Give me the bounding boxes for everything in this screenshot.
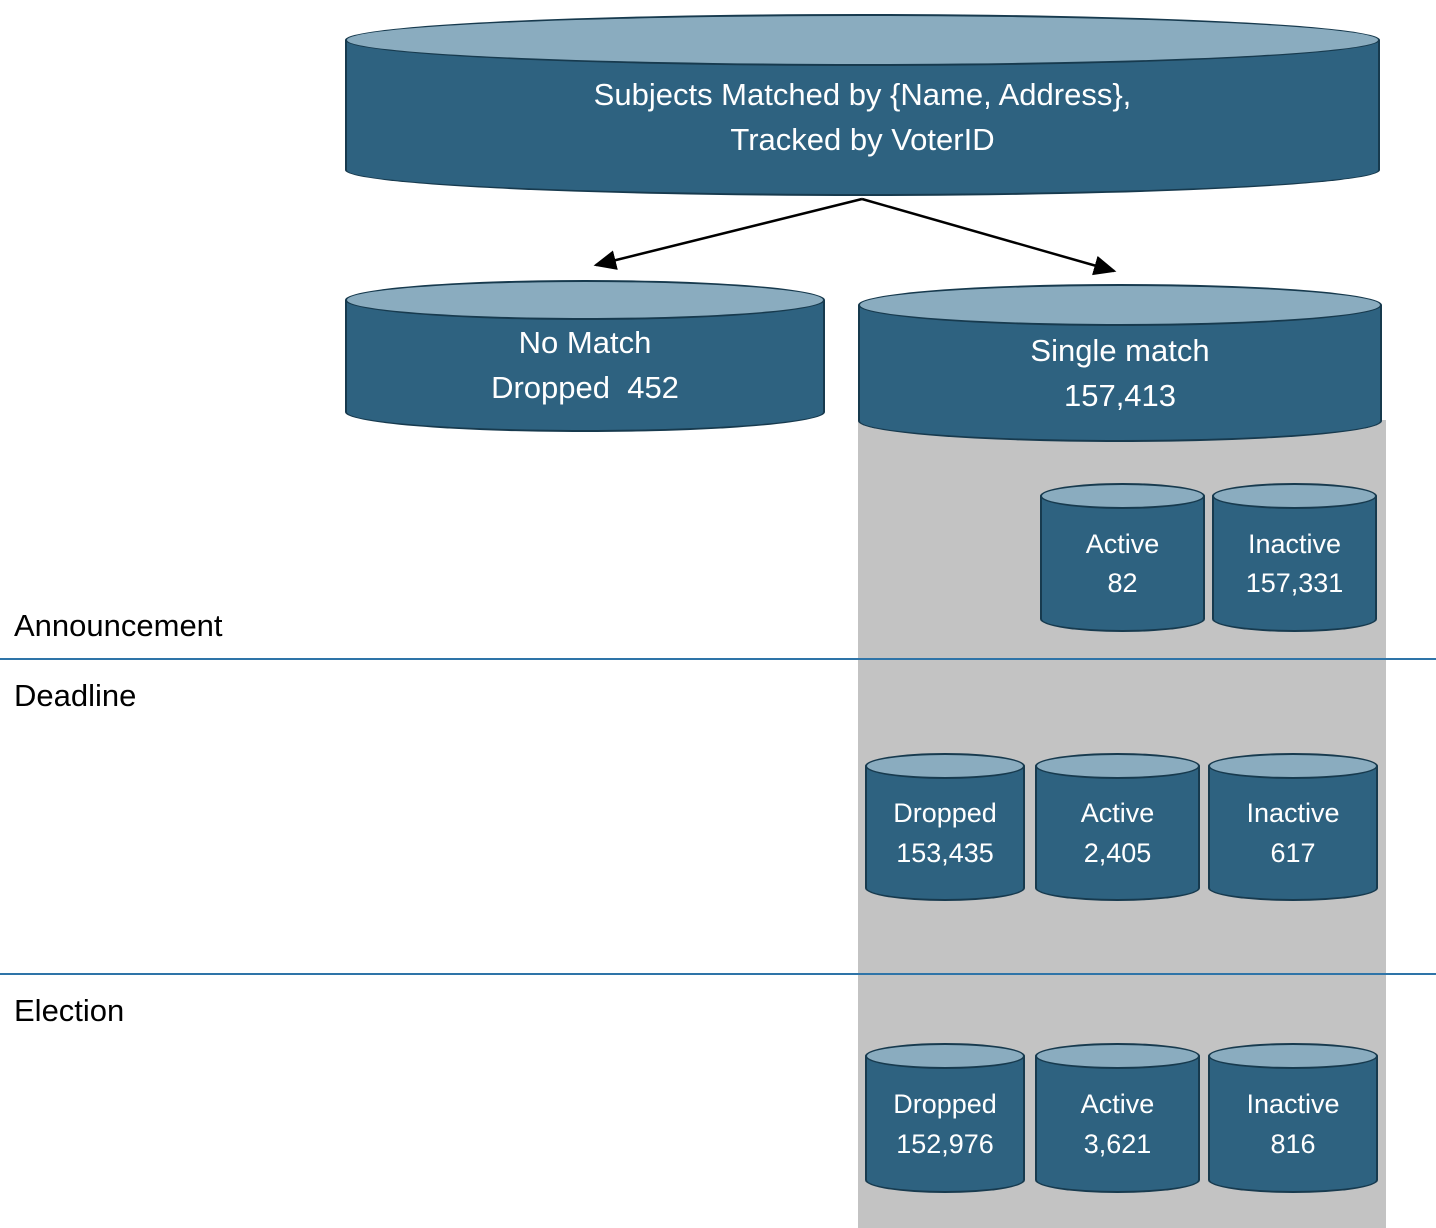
election-inactive-line1: Inactive bbox=[1246, 1089, 1340, 1120]
cylinder-top-ellipse bbox=[1212, 483, 1377, 509]
announcement-active-label: Active 82 bbox=[1040, 509, 1205, 619]
root-label-line1: Subjects Matched by {Name, Address}, bbox=[593, 77, 1132, 113]
cylinder-body-shape bbox=[1208, 1056, 1378, 1193]
no-match-line2: Dropped 452 bbox=[491, 370, 679, 405]
cylinder-top-ellipse bbox=[858, 284, 1382, 326]
deadline-inactive-label: Inactive 617 bbox=[1208, 779, 1378, 888]
section-label-deadline: Deadline bbox=[14, 678, 137, 713]
cylinder-top-ellipse bbox=[1035, 1043, 1200, 1069]
single-match-line1: Single match bbox=[1030, 332, 1210, 368]
section-label-announcement: Announcement bbox=[14, 608, 223, 643]
deadline-dropped-label: Dropped 153,435 bbox=[865, 779, 1025, 888]
deadline-dropped-line1: Dropped bbox=[893, 798, 997, 829]
announcement-inactive-line1: Inactive bbox=[1247, 528, 1342, 559]
cylinder-top-ellipse bbox=[1040, 483, 1205, 509]
arrow-to-single-match bbox=[861, 197, 1117, 276]
deadline-dropped-cylinder: Dropped 153,435 bbox=[865, 753, 1025, 901]
announcement-active-cylinder: Active 82 bbox=[1040, 483, 1205, 632]
single-match-line2: 157,413 bbox=[1063, 377, 1177, 413]
root-label-line2: Tracked by VoterID bbox=[730, 122, 995, 157]
cylinder-top-ellipse bbox=[1208, 1043, 1378, 1069]
election-dropped-line1: Dropped bbox=[893, 1089, 997, 1120]
election-dropped-line2: 152,976 bbox=[896, 1128, 994, 1159]
cylinder-top-ellipse bbox=[345, 14, 1380, 66]
section-label-election: Election bbox=[14, 993, 125, 1028]
root-cylinder-label: Subjects Matched by {Name, Address}, Tra… bbox=[345, 66, 1380, 170]
cylinder-body-shape bbox=[1208, 766, 1378, 901]
announcement-active-line2: 82 bbox=[1107, 568, 1138, 598]
cylinder-body-shape bbox=[345, 300, 825, 432]
announcement-inactive-line2: 157,331 bbox=[1245, 568, 1344, 598]
deadline-active-line2: 2,405 bbox=[1083, 837, 1152, 868]
cylinder-top-ellipse bbox=[865, 753, 1025, 779]
announcement-inactive-label: Inactive 157,331 bbox=[1212, 509, 1377, 619]
deadline-active-label: Active 2,405 bbox=[1035, 779, 1200, 888]
deadline-inactive-line1: Inactive bbox=[1246, 798, 1340, 829]
deadline-active-cylinder: Active 2,405 bbox=[1035, 753, 1200, 901]
cylinder-top-ellipse bbox=[1208, 753, 1378, 779]
deadline-inactive-line2: 617 bbox=[1270, 837, 1316, 868]
cylinder-body-shape bbox=[345, 40, 1380, 196]
cylinder-body-shape bbox=[1212, 496, 1377, 632]
election-active-line1: Active bbox=[1080, 1089, 1155, 1120]
root-cylinder: Subjects Matched by {Name, Address}, Tra… bbox=[345, 14, 1380, 196]
single-match-label: Single match 157,413 bbox=[858, 326, 1382, 421]
election-inactive-cylinder: Inactive 816 bbox=[1208, 1043, 1378, 1193]
divider-deadline-election bbox=[0, 973, 1436, 975]
no-match-cylinder: No Match Dropped 452 bbox=[345, 280, 825, 432]
announcement-active-line1: Active bbox=[1085, 528, 1160, 559]
election-inactive-line2: 816 bbox=[1270, 1128, 1316, 1159]
election-active-line2: 3,621 bbox=[1083, 1128, 1152, 1159]
election-active-label: Active 3,621 bbox=[1035, 1069, 1200, 1180]
deadline-inactive-cylinder: Inactive 617 bbox=[1208, 753, 1378, 901]
cylinder-body-shape bbox=[1040, 496, 1205, 632]
election-dropped-cylinder: Dropped 152,976 bbox=[865, 1043, 1025, 1193]
cylinder-top-ellipse bbox=[865, 1043, 1025, 1069]
cylinder-body-shape bbox=[858, 305, 1382, 442]
deadline-active-line1: Active bbox=[1080, 798, 1155, 829]
cylinder-body-shape bbox=[865, 766, 1025, 901]
election-active-cylinder: Active 3,621 bbox=[1035, 1043, 1200, 1193]
cylinder-top-ellipse bbox=[1035, 753, 1200, 779]
election-inactive-label: Inactive 816 bbox=[1208, 1069, 1378, 1180]
cylinder-body-shape bbox=[865, 1056, 1025, 1193]
deadline-dropped-line2: 153,435 bbox=[896, 837, 994, 868]
arrow-to-no-match bbox=[593, 197, 863, 270]
divider-announcement-deadline bbox=[0, 658, 1436, 660]
election-dropped-label: Dropped 152,976 bbox=[865, 1069, 1025, 1180]
cylinder-body-shape bbox=[1035, 1056, 1200, 1193]
no-match-line1: No Match bbox=[518, 325, 652, 361]
cylinder-body-shape bbox=[1035, 766, 1200, 901]
cylinder-top-ellipse bbox=[345, 280, 825, 320]
no-match-label: No Match Dropped 452 bbox=[345, 320, 825, 412]
single-match-cylinder: Single match 157,413 bbox=[858, 284, 1382, 442]
announcement-inactive-cylinder: Inactive 157,331 bbox=[1212, 483, 1377, 632]
